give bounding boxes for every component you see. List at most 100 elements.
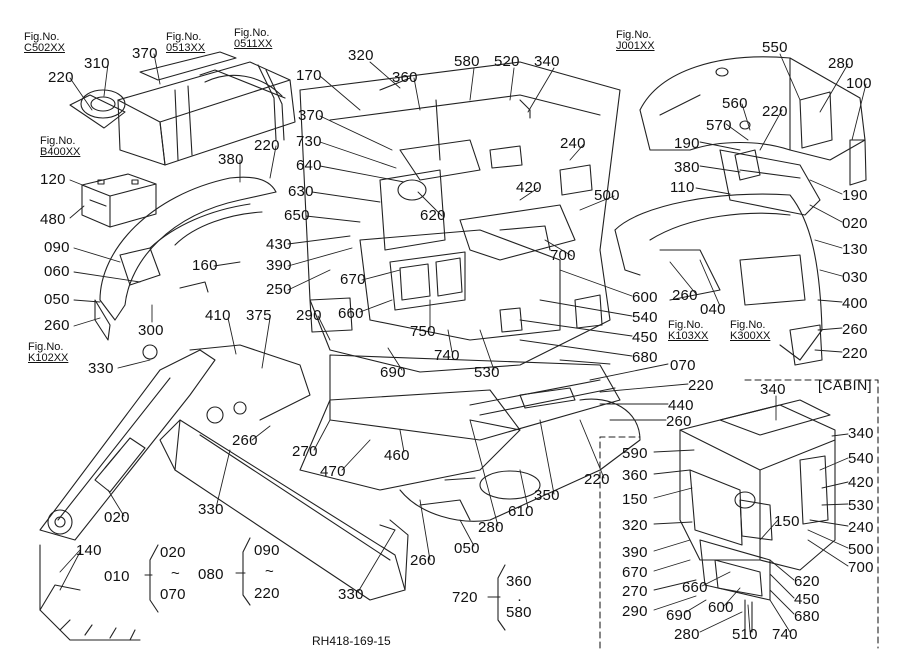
- part-450[interactable]: 450: [632, 329, 658, 346]
- part-150[interactable]: 150: [774, 513, 800, 530]
- part-370[interactable]: 370: [132, 45, 158, 62]
- part-190[interactable]: 190: [674, 135, 700, 152]
- part-620[interactable]: 620: [794, 573, 820, 590]
- part-220[interactable]: 220: [584, 471, 610, 488]
- part-590[interactable]: 590: [622, 445, 648, 462]
- part-340[interactable]: 340: [760, 381, 786, 398]
- part-500[interactable]: 500: [594, 187, 620, 204]
- part-530[interactable]: 530: [474, 364, 500, 381]
- part-600[interactable]: 600: [708, 599, 734, 616]
- part-560[interactable]: 560: [722, 95, 748, 112]
- part-260[interactable]: 260: [232, 432, 258, 449]
- part-080[interactable]: 080: [198, 566, 224, 583]
- part-690[interactable]: 690: [380, 364, 406, 381]
- part-120[interactable]: 120: [40, 171, 66, 188]
- part-020[interactable]: 020: [104, 509, 130, 526]
- part-660[interactable]: 660: [682, 579, 708, 596]
- part-050[interactable]: 050: [44, 291, 70, 308]
- part-520[interactable]: 520: [494, 53, 520, 70]
- part-480[interactable]: 480: [40, 211, 66, 228]
- part-260[interactable]: 260: [666, 413, 692, 430]
- part-140[interactable]: 140: [76, 542, 102, 559]
- part-650[interactable]: 650: [284, 207, 310, 224]
- part-050[interactable]: 050: [454, 540, 480, 557]
- part-380[interactable]: 380: [674, 159, 700, 176]
- part-220[interactable]: 220: [762, 103, 788, 120]
- part-580[interactable]: 580: [454, 53, 480, 70]
- part-330[interactable]: 330: [88, 360, 114, 377]
- part-220[interactable]: 220: [688, 377, 714, 394]
- part-360[interactable]: 360: [392, 69, 418, 86]
- part-240[interactable]: 240: [848, 519, 874, 536]
- part-600[interactable]: 600: [632, 289, 658, 306]
- part-100[interactable]: 100: [846, 75, 872, 92]
- part-260[interactable]: 260: [842, 321, 868, 338]
- part-130[interactable]: 130: [842, 241, 868, 258]
- part-280[interactable]: 280: [674, 626, 700, 643]
- part-110[interactable]: 110: [670, 179, 695, 196]
- part-400[interactable]: 400: [842, 295, 868, 312]
- part-280[interactable]: 280: [478, 519, 504, 536]
- part-020[interactable]: 020: [842, 215, 868, 232]
- part-420[interactable]: 420: [516, 179, 542, 196]
- part-310[interactable]: 310: [84, 55, 110, 72]
- part-150[interactable]: 150: [622, 491, 648, 508]
- part-030[interactable]: 030: [842, 269, 868, 286]
- part-040[interactable]: 040: [700, 301, 726, 318]
- part-620[interactable]: 620: [420, 207, 446, 224]
- part-610[interactable]: 610: [508, 503, 534, 520]
- fig-ref-k102[interactable]: Fig.No.K102XX: [28, 341, 69, 364]
- part-220[interactable]: 220: [254, 137, 280, 154]
- part-170[interactable]: 170: [296, 67, 322, 84]
- part-270[interactable]: 270: [292, 443, 318, 460]
- part-500[interactable]: 500: [848, 541, 874, 558]
- part-690[interactable]: 690: [666, 607, 692, 624]
- part-260[interactable]: 260: [410, 552, 436, 569]
- part-290[interactable]: 290: [622, 603, 648, 620]
- part-510[interactable]: 510: [732, 626, 758, 643]
- fig-ref-0511[interactable]: Fig.No.0511XX: [234, 27, 273, 50]
- part-240[interactable]: 240: [560, 135, 586, 152]
- part-160[interactable]: 160: [192, 257, 218, 274]
- part-300[interactable]: 300: [138, 322, 164, 339]
- part-380[interactable]: 380: [218, 151, 244, 168]
- fig-ref-0513[interactable]: Fig.No.0513XX: [166, 31, 206, 54]
- part-740[interactable]: 740: [772, 626, 798, 643]
- part-250[interactable]: 250: [266, 281, 292, 298]
- part-700[interactable]: 700: [848, 559, 874, 576]
- part-720[interactable]: 720: [452, 589, 478, 606]
- part-280[interactable]: 280: [828, 55, 854, 72]
- fig-ref-b400[interactable]: Fig.No.B400XX: [40, 135, 81, 158]
- part-330[interactable]: 330: [338, 586, 364, 603]
- part-640[interactable]: 640: [296, 157, 322, 174]
- part-320[interactable]: 320: [622, 517, 648, 534]
- part-460[interactable]: 460: [384, 447, 410, 464]
- part-450[interactable]: 450: [794, 591, 820, 608]
- part-530[interactable]: 530: [848, 497, 874, 514]
- fig-ref-k300[interactable]: Fig.No.K300XX: [730, 319, 771, 342]
- part-470[interactable]: 470: [320, 463, 346, 480]
- part-540[interactable]: 540: [632, 309, 658, 326]
- part-060[interactable]: 060: [44, 263, 70, 280]
- part-090[interactable]: 090: [44, 239, 70, 256]
- part-410[interactable]: 410: [205, 307, 231, 324]
- part-190[interactable]: 190: [842, 187, 868, 204]
- part-340[interactable]: 340: [848, 425, 874, 442]
- part-670[interactable]: 670: [622, 564, 648, 581]
- part-340[interactable]: 340: [534, 53, 560, 70]
- part-420[interactable]: 420: [848, 474, 874, 491]
- part-290[interactable]: 290: [296, 307, 322, 324]
- part-680[interactable]: 680: [632, 349, 658, 366]
- part-375[interactable]: 375: [246, 307, 272, 324]
- part-390[interactable]: 390: [622, 544, 648, 561]
- part-540[interactable]: 540: [848, 450, 874, 467]
- part-660[interactable]: 660: [338, 305, 364, 322]
- part-550[interactable]: 550: [762, 39, 788, 56]
- part-750[interactable]: 750: [410, 323, 436, 340]
- part-070[interactable]: 070: [670, 357, 696, 374]
- fig-ref-c502[interactable]: Fig.No.C502XX: [24, 31, 65, 54]
- part-670[interactable]: 670: [340, 271, 366, 288]
- part-260[interactable]: 260: [44, 317, 70, 334]
- part-260[interactable]: 260: [672, 287, 698, 304]
- part-360[interactable]: 360: [622, 467, 648, 484]
